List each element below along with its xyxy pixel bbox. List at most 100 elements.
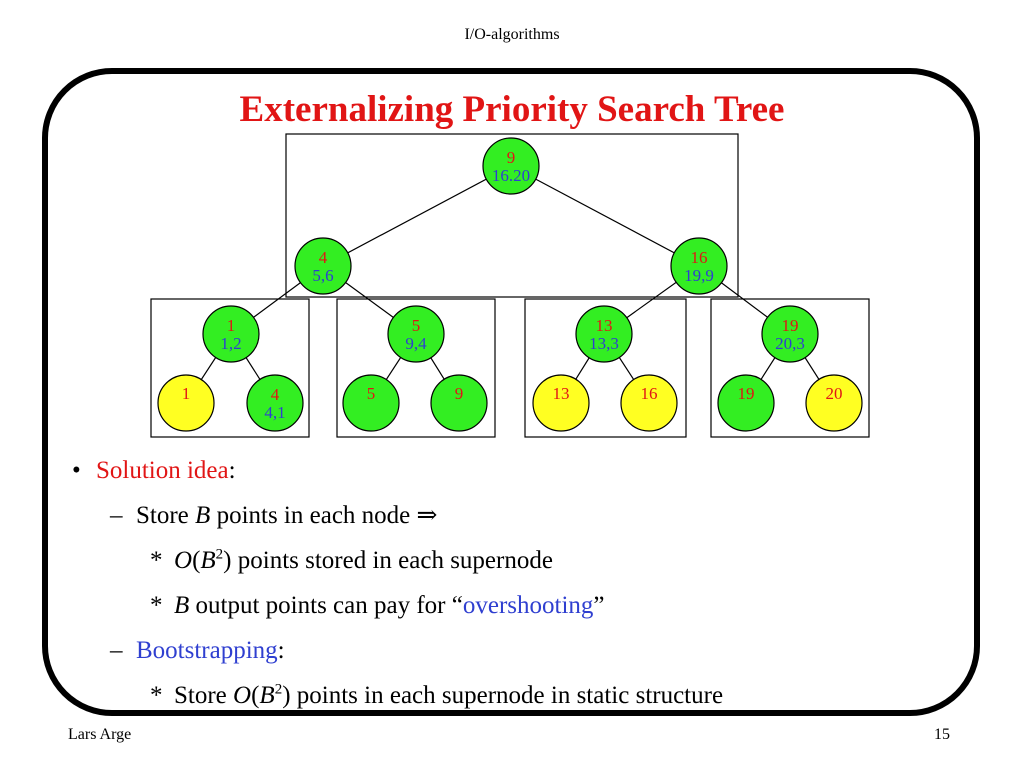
supernode-box-1 (150, 298, 310, 438)
tree-node: 44,1 (246, 374, 304, 432)
star-marker: * (150, 592, 163, 619)
tree-node-circle (387, 305, 445, 363)
footer-author: Lars Arge (68, 726, 132, 743)
quote-close: ” (593, 592, 605, 619)
bullet-bootstrapping: – Bootstrapping: (72, 628, 972, 673)
var-b: B (174, 592, 190, 619)
tree-node-key: 20 (826, 384, 843, 403)
tree-node-point: 1,2 (220, 334, 241, 353)
big-o: O (233, 682, 252, 709)
tree-edge (510, 165, 700, 267)
tree-node-key: 1 (227, 316, 236, 335)
implies-symbol: ⇒ (416, 502, 438, 529)
bullet-overshooting: * B output points can pay for “overshoot… (72, 583, 972, 628)
star-marker: * (150, 682, 163, 709)
tree-node-key: 16 (691, 248, 708, 267)
tree-node-circle (575, 305, 633, 363)
var-b: B (200, 547, 216, 574)
tree-node-point: 9,4 (405, 334, 427, 353)
tree-node: 19 (717, 374, 775, 432)
tree-node-point: 5,6 (312, 266, 333, 285)
tree-node: 13 (532, 374, 590, 432)
tree-node-key: 13 (553, 384, 570, 403)
slide-frame (42, 68, 980, 716)
tree-node-key: 9 (455, 384, 464, 403)
supernode-box-3 (524, 298, 687, 438)
tree-node-circle (342, 374, 400, 432)
star-marker: * (150, 547, 163, 574)
tree-node: 16 (620, 374, 678, 432)
tree-node-point: 4,1 (264, 403, 285, 422)
tree-node-point: 20,3 (775, 334, 805, 353)
tree-node-circle (202, 305, 260, 363)
tree-node-key: 5 (412, 316, 421, 335)
tree-node: 5 (342, 374, 400, 432)
tree-node-key: 4 (319, 248, 328, 267)
tree-node-circle (246, 374, 304, 432)
tree-node-point: 13,3 (589, 334, 619, 353)
big-o: O (174, 547, 193, 574)
bullet-static-structure: * Store O(B2) points in each supernode i… (72, 673, 972, 718)
tree-node: 59,4 (387, 305, 445, 363)
static-prefix: Store (174, 682, 234, 709)
tree-node-circle (805, 374, 863, 432)
bullet-list: • Solution idea: – Store B points in eac… (72, 448, 972, 718)
tree-node: 20 (805, 374, 863, 432)
tree-node-point: 16.20 (492, 166, 530, 185)
tree-node-circle (670, 237, 728, 295)
bullet-store-b-points: – Store B points in each node ⇒ (72, 493, 972, 538)
dash-marker: – (110, 502, 123, 529)
tree-node-circle (532, 374, 590, 432)
b-text: output points can pay for “ (189, 592, 463, 619)
colon: : (228, 457, 236, 484)
tree-node-circle (620, 374, 678, 432)
tree-node-key: 19 (738, 384, 755, 403)
solution-idea-label: Solution idea (96, 457, 229, 484)
bullet-solution-idea: • Solution idea: (72, 448, 972, 493)
tree-node-key: 5 (367, 384, 376, 403)
colon: : (277, 637, 285, 664)
var-b: B (259, 682, 275, 709)
store-suffix: points in each node (210, 502, 417, 529)
tree-node-key: 9 (507, 148, 516, 167)
paren-open: ( (192, 547, 201, 574)
overshooting-term: overshooting (462, 592, 594, 619)
exponent: 2 (215, 546, 224, 563)
paren-open: ( (251, 682, 260, 709)
supernode-box-4 (710, 298, 870, 438)
bullet-marker: • (72, 457, 81, 484)
tree-node-point: 19,9 (684, 266, 714, 285)
slide-header: I/O-algorithms (464, 26, 560, 43)
exponent: 2 (274, 681, 283, 698)
tree-node: 45,6 (294, 237, 352, 295)
var-b: B (195, 502, 211, 529)
static-suffix: points in each supernode in static struc… (290, 682, 724, 709)
slide-title: Externalizing Priority Search Tree (239, 89, 785, 130)
bullet-ob2-points: * O(B2) points stored in each supernode (72, 538, 972, 583)
tree-node: 9 (430, 374, 488, 432)
tree-node: 916.20 (482, 137, 540, 195)
ob2-suffix: points stored in each supernode (231, 547, 553, 574)
store-prefix: Store (136, 502, 196, 529)
tree-node-key: 4 (271, 385, 280, 404)
tree-node-circle (430, 374, 488, 432)
tree-node-key: 16 (641, 384, 658, 403)
tree-node-key: 13 (596, 316, 613, 335)
page-number: 15 (934, 726, 950, 743)
tree-node-circle (717, 374, 775, 432)
tree-node-key: 1 (182, 384, 191, 403)
tree-edge (322, 165, 512, 267)
tree-node-circle (482, 137, 540, 195)
supernode-box-top (285, 133, 739, 298)
tree-node-circle (294, 237, 352, 295)
tree-node: 1 (157, 374, 215, 432)
bootstrapping-term: Bootstrapping (136, 637, 278, 664)
paren-close: ) (282, 682, 291, 709)
tree-node-circle (157, 374, 215, 432)
tree-node-circle (761, 305, 819, 363)
tree-node: 11,2 (202, 305, 260, 363)
